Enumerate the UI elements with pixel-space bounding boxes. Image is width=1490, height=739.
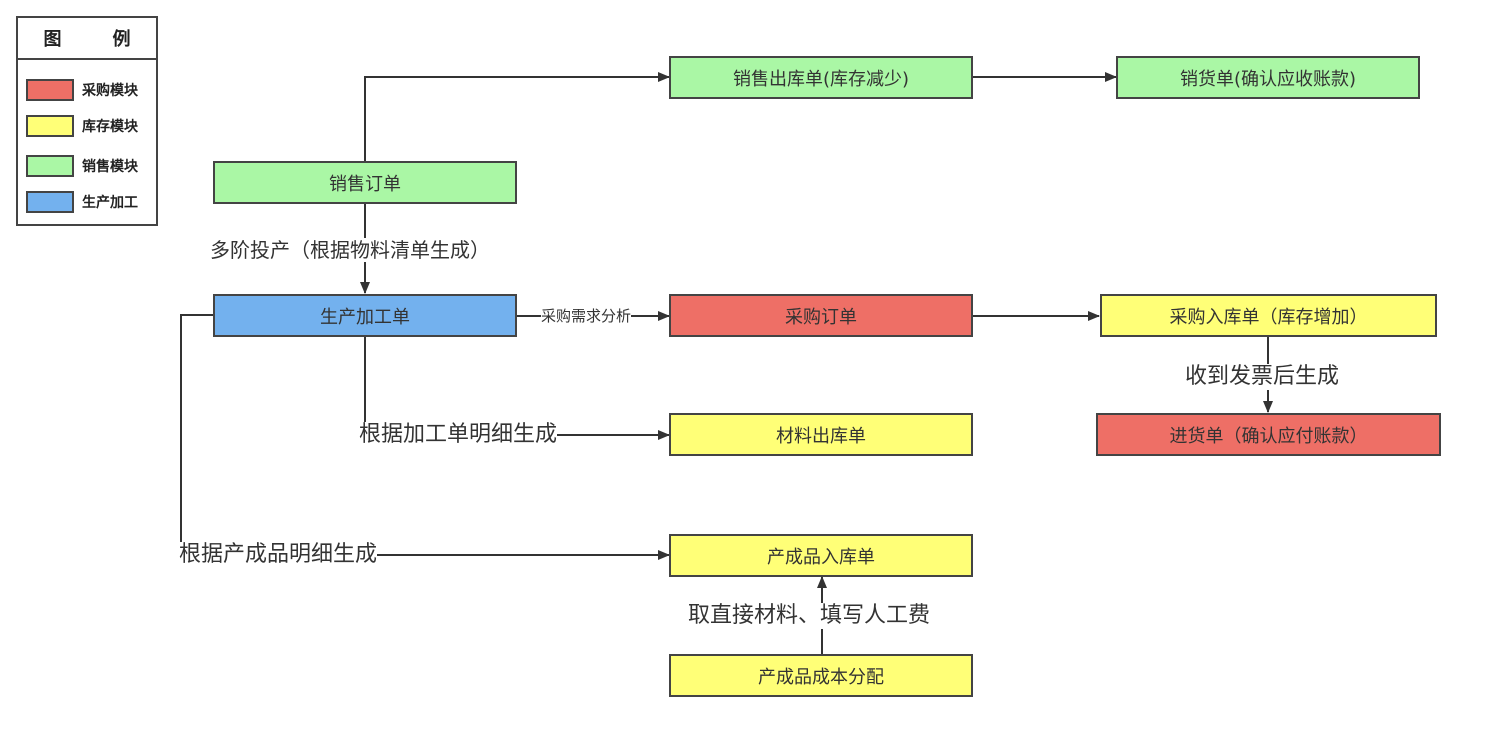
node-product-inbound[interactable]: 产成品入库单 bbox=[669, 534, 973, 577]
node-sales-invoice[interactable]: 销货单(确认应收账款) bbox=[1116, 56, 1420, 99]
edge-production-to-material-outbound bbox=[364, 337, 670, 440]
node-purchase-inbound[interactable]: 采购入库单（库存增加） bbox=[1100, 294, 1437, 337]
legend-item-sales: 销售模块 bbox=[26, 155, 138, 177]
legend-item-inventory: 库存模块 bbox=[26, 115, 138, 137]
legend: 图 例 采购模块 库存模块 销售模块 生产加工 bbox=[16, 16, 158, 226]
edge-label-multi-stage: 多阶投产（根据物料清单生成） bbox=[210, 238, 490, 262]
legend-label-sales: 销售模块 bbox=[82, 159, 138, 175]
legend-label-purchase: 采购模块 bbox=[82, 83, 138, 99]
legend-swatch-purchase bbox=[26, 79, 74, 101]
legend-swatch-inventory bbox=[26, 115, 74, 137]
legend-swatch-sales bbox=[26, 155, 74, 177]
edge-label-demand-analysis: 采购需求分析 bbox=[541, 307, 632, 325]
edge-sales-order-to-sales-outbound bbox=[364, 72, 670, 161]
legend-header-char-1: 图 bbox=[43, 29, 62, 50]
node-sales-outbound[interactable]: 销售出库单(库存减少) bbox=[669, 56, 973, 99]
node-purchase-invoice[interactable]: 进货单（确认应付账款） bbox=[1096, 413, 1441, 456]
node-purchase-order[interactable]: 采购订单 bbox=[669, 294, 973, 337]
legend-item-production: 生产加工 bbox=[26, 191, 138, 213]
legend-header: 图 例 bbox=[18, 18, 156, 60]
node-production-order[interactable]: 生产加工单 bbox=[213, 294, 517, 337]
node-sales-order[interactable]: 销售订单 bbox=[213, 161, 517, 204]
node-material-outbound[interactable]: 材料出库单 bbox=[669, 413, 973, 456]
legend-item-purchase: 采购模块 bbox=[26, 79, 138, 101]
node-product-cost[interactable]: 产成品成本分配 bbox=[669, 654, 973, 697]
legend-label-production: 生产加工 bbox=[82, 195, 138, 211]
edge-label-materials-labor: 取直接材料、填写人工费 bbox=[688, 603, 931, 630]
legend-label-inventory: 库存模块 bbox=[82, 119, 138, 135]
legend-swatch-production bbox=[26, 191, 74, 213]
edge-label-by-order-detail: 根据加工单明细生成 bbox=[359, 422, 558, 449]
legend-header-char-2: 例 bbox=[112, 29, 131, 50]
edge-production-to-product-inbound bbox=[180, 314, 670, 560]
edge-label-after-invoice: 收到发票后生成 bbox=[1185, 364, 1340, 391]
edge-label-by-product-detail: 根据产成品明细生成 bbox=[179, 542, 378, 569]
